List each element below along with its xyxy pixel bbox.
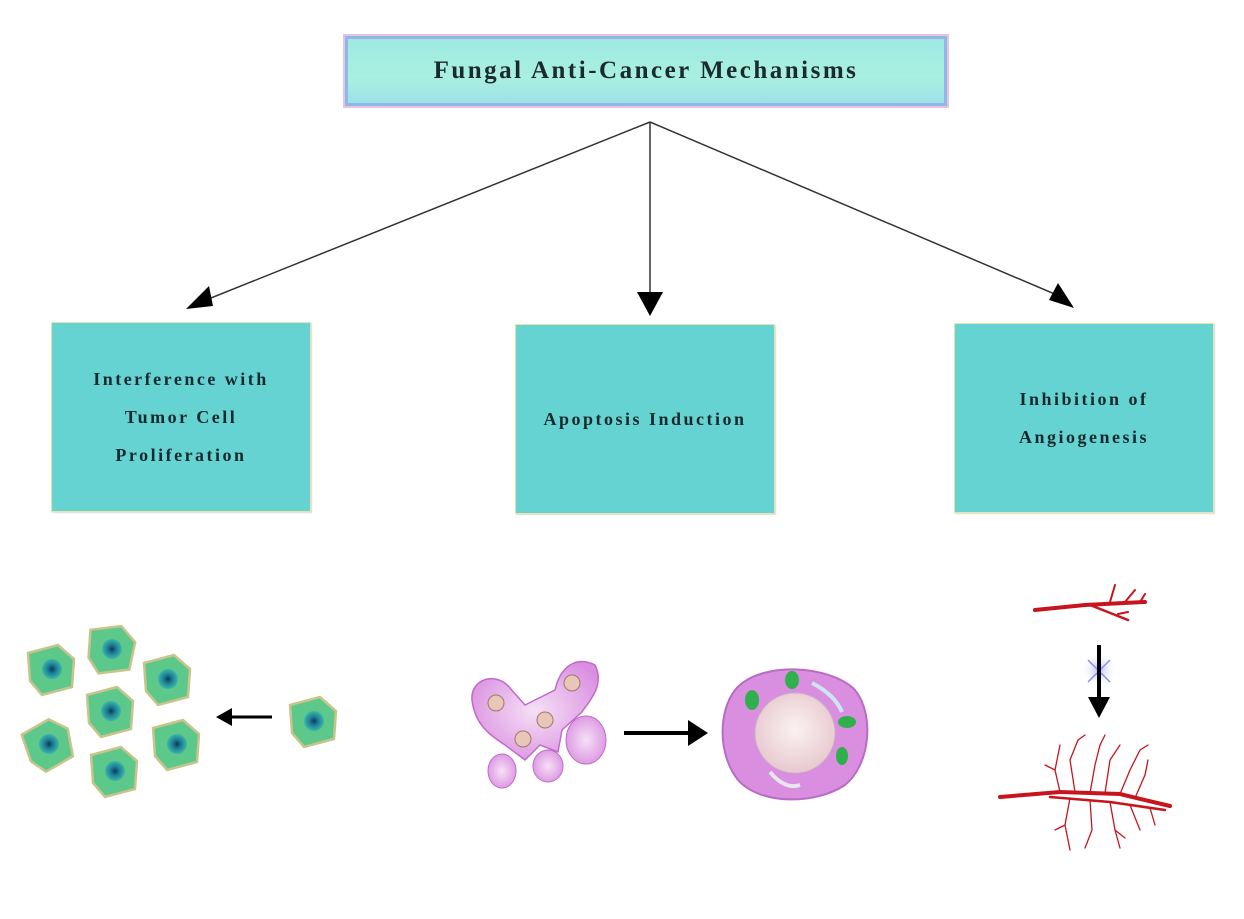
single-tumor-cell xyxy=(288,695,338,749)
mechanism-box-proliferation: Interference with Tumor Cell Proliferati… xyxy=(51,322,311,512)
vessel-network xyxy=(998,734,1172,851)
connector-arrow-right xyxy=(649,121,1065,299)
mechanism-label-line: Angiogenesis xyxy=(1018,427,1149,447)
arrowhead-right xyxy=(1049,283,1074,308)
arrowhead-center xyxy=(637,292,663,316)
diagram-title: Fungal Anti-Cancer Mechanisms xyxy=(433,57,859,84)
arrowhead-left xyxy=(186,286,213,309)
mechanism-label-line: Interference with xyxy=(93,369,269,389)
mechanism-box-apoptosis: Apoptosis Induction xyxy=(515,324,775,514)
tumor-cell xyxy=(89,745,139,799)
connector-arrow-left xyxy=(195,121,651,305)
tumor-cell xyxy=(85,685,135,739)
mechanism-label-line: Apoptosis Induction xyxy=(543,409,747,429)
proliferation-arrow xyxy=(216,708,272,726)
tumor-cell xyxy=(151,718,201,772)
mechanism-box-angiogenesis: Inhibition of Angiogenesis xyxy=(954,323,1214,513)
tumor-cell xyxy=(18,713,79,777)
tumor-cell-cluster xyxy=(18,620,201,799)
tumor-cell xyxy=(83,620,139,680)
blocked-angiogenesis-arrow xyxy=(1081,645,1117,718)
apoptotic-cell-fragments xyxy=(471,660,607,789)
mechanism-label-line: Tumor Cell xyxy=(124,407,238,427)
healthy-cell xyxy=(721,668,869,801)
mechanism-label-line: Proliferation xyxy=(115,445,247,465)
tumor-cell xyxy=(142,653,192,707)
tumor-cell xyxy=(26,643,76,697)
vessel-small xyxy=(1033,584,1147,622)
mechanism-label-line: Inhibition of xyxy=(1019,389,1149,409)
title-box: Fungal Anti-Cancer Mechanisms xyxy=(343,34,949,108)
apoptosis-arrow xyxy=(624,720,708,746)
